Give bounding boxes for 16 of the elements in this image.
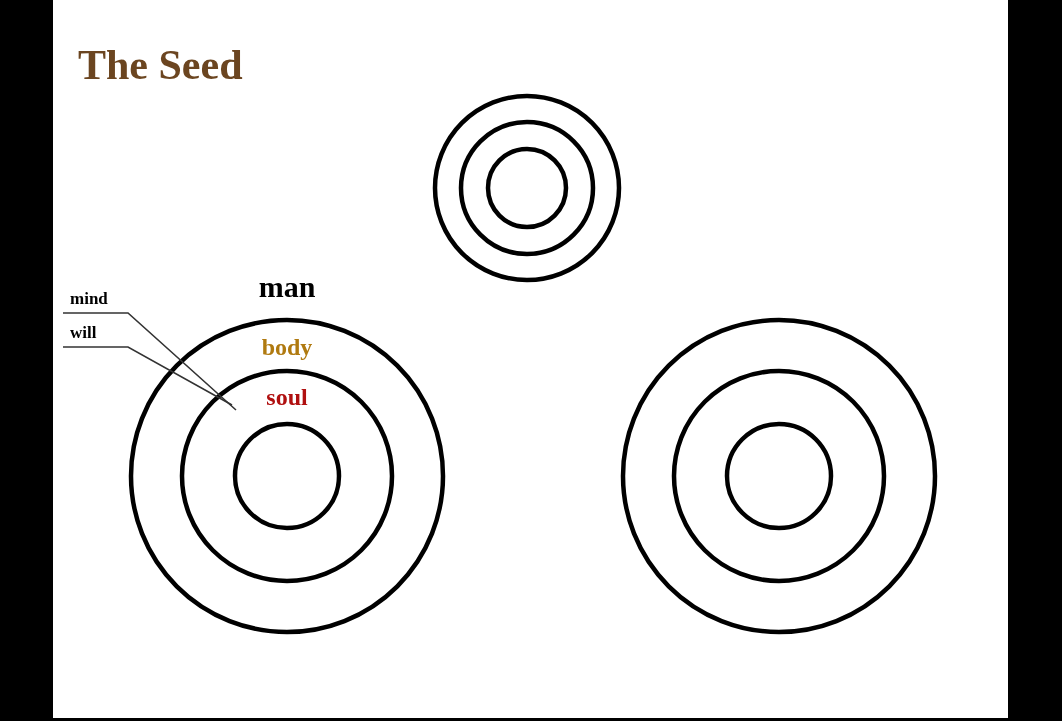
- circle-outline: [180, 369, 394, 583]
- circle-outline: [433, 94, 621, 282]
- circle-outline: [233, 422, 341, 530]
- callout-text: will: [70, 324, 110, 344]
- circle-outline: [725, 422, 833, 530]
- leader-line: [62, 346, 233, 406]
- circle-outline: [621, 318, 937, 634]
- circle-outline: [486, 147, 568, 229]
- circle-outline: [459, 120, 595, 256]
- circle-label: soul: [265, 385, 309, 409]
- circle-outline: [672, 369, 886, 583]
- leader-line: [62, 312, 237, 411]
- circle-label: body: [260, 335, 314, 359]
- callout-text: mind: [70, 290, 130, 310]
- circle-heading: man: [257, 272, 317, 302]
- title: The Seed: [78, 44, 243, 86]
